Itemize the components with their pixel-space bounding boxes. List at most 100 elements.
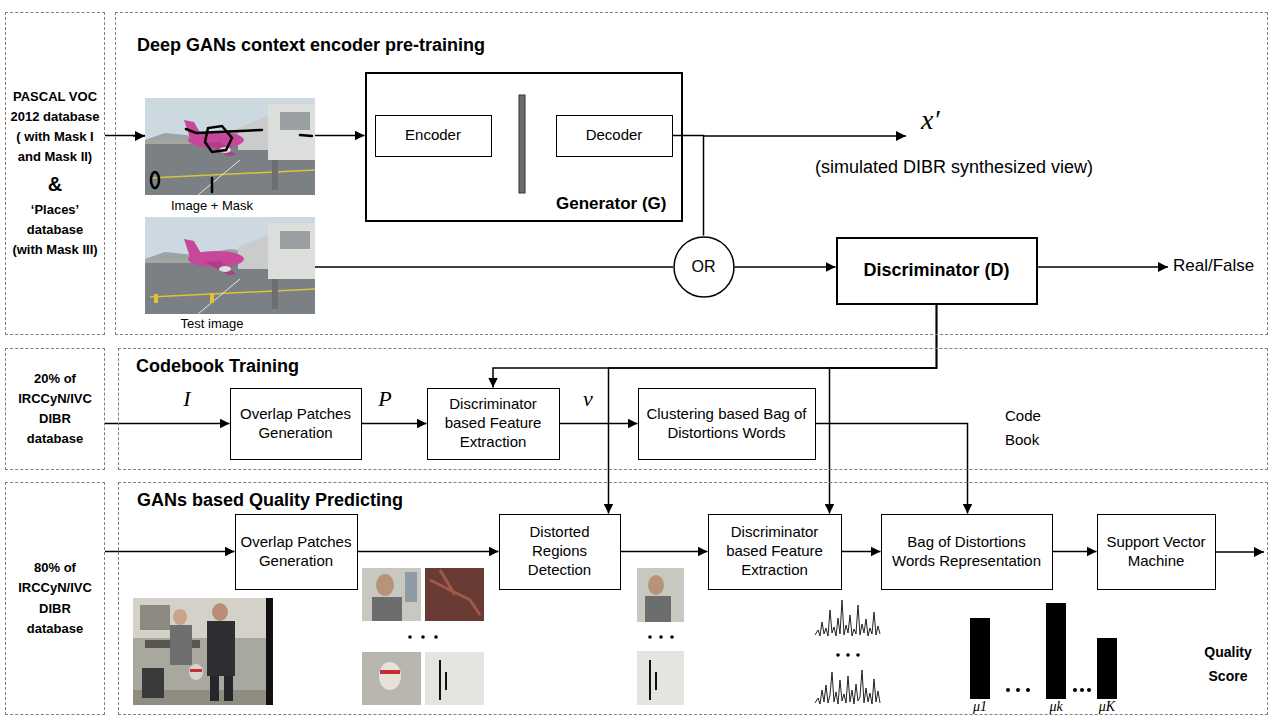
distorted-patches: [670, 635, 674, 639]
output-symbol: x′: [921, 104, 940, 136]
image-caption: Test image: [181, 316, 244, 331]
histogram-label: μ1: [973, 699, 987, 715]
box-label: Discriminator based Feature Extraction: [712, 523, 838, 579]
connector: [493, 305, 937, 388]
photo-dibr-view: [207, 621, 235, 676]
edge-symbol: P: [378, 386, 391, 412]
signal-dots: [856, 653, 860, 657]
image-patches: [440, 660, 446, 700]
photo-image-mask: [145, 98, 315, 195]
distorted-patches: [648, 575, 664, 595]
distorted-patches: [659, 635, 663, 639]
stage-title: Deep GANs context encoder pre-training: [137, 35, 485, 56]
histogram: [1006, 688, 1010, 692]
photo-image-mask: [205, 126, 232, 152]
box-label: Decoder: [586, 126, 643, 145]
connector: [105, 423, 230, 425]
stage-band: Codebook TrainingOverlap Patches Generat…: [118, 348, 1268, 470]
text-group: Distorted Regions Detection: [503, 523, 617, 579]
signal-dots: [836, 653, 860, 657]
photo-image-mask: [145, 98, 315, 195]
distorted-patches: [637, 651, 684, 705]
box-label: Overlap Patches Generation: [234, 405, 358, 443]
photo-dibr-view: [133, 598, 273, 638]
process-box: Clustering based Bag of Distortions Word…: [638, 388, 816, 460]
histogram: [1087, 688, 1091, 692]
text-group: Overlap Patches Generation: [239, 533, 354, 571]
image-patches: [425, 652, 484, 705]
process-box: Decoder: [556, 115, 673, 157]
edge-symbol: v: [583, 386, 593, 412]
flow-line: [133, 135, 145, 137]
stage-title: Codebook Training: [136, 356, 299, 377]
latent-bar: [519, 95, 525, 193]
photo-dibr-view: [266, 598, 273, 705]
discriminator-box: Discriminator (D): [836, 237, 1038, 305]
photo-dibr-view: [224, 676, 233, 701]
text-group: Clustering based Bag of Distortions Word…: [642, 405, 812, 443]
text-group: Discriminator (D): [863, 260, 1009, 281]
box-label: Overlap Patches Generation: [239, 533, 354, 571]
text-group: Encoder: [405, 126, 461, 145]
box-label: Discriminator (D): [863, 260, 1009, 281]
flow-line: [133, 136, 1264, 552]
process-box: Overlap Patches Generation: [235, 514, 358, 590]
process-box: Discriminator based Feature Extraction: [427, 388, 560, 460]
photo-dibr-view: [212, 603, 228, 621]
image-patches: [425, 568, 484, 621]
histogram: [970, 603, 1117, 699]
connector: [1053, 551, 1097, 553]
histogram-label: μk: [1049, 699, 1062, 715]
distorted-patches: [637, 568, 684, 622]
photo-image-mask: [211, 178, 214, 192]
connector: [842, 551, 881, 553]
process-box: Distorted Regions Detection: [499, 514, 621, 590]
histogram: [970, 618, 990, 699]
histogram-label: μK: [1099, 699, 1115, 715]
output-note: (simulated DIBR synthesized view): [815, 157, 1093, 178]
database-label: ‘Places’ database (with Mask III): [10, 200, 100, 260]
database-label: 80% of IRCCyN/IVC DIBR database: [10, 558, 100, 639]
text-group: Discriminator based Feature Extraction: [712, 523, 838, 579]
connector: [816, 424, 968, 514]
histogram: [1080, 688, 1084, 692]
text-group: Support Vector Machine: [1101, 533, 1212, 571]
image-patches: [434, 635, 438, 639]
image-patches: [408, 635, 412, 639]
source-database: 20% of IRCCyN/IVC DIBR database: [5, 348, 105, 470]
histogram: [1016, 688, 1020, 692]
photo-dibr-view: [190, 669, 202, 672]
feature-signals: [815, 600, 880, 704]
text-group: OR: [692, 258, 716, 276]
signal-dots: [836, 653, 840, 657]
block-title: Generator (G): [556, 194, 667, 214]
photo-image-mask: [151, 126, 312, 192]
connector: [621, 551, 708, 553]
flow-line: [315, 266, 673, 268]
edge-label: Code Book: [1005, 404, 1067, 452]
text-group: 20% of IRCCyN/IVC DIBR database: [10, 369, 100, 450]
image-patches: [362, 568, 421, 621]
histogram: [1026, 688, 1030, 692]
distorted-patches: [637, 568, 684, 705]
photo-test-image: [145, 217, 315, 314]
photo-test-image: [154, 294, 158, 303]
stage-band: Deep GANs context encoder pre-trainingGe…: [115, 12, 1268, 335]
image-patches: [405, 572, 417, 602]
stage-band: GANs based Quality PredictingOverlap Pat…: [118, 482, 1268, 715]
photo-dibr-view: [140, 605, 170, 630]
image-patches: [430, 570, 480, 615]
box-label: Encoder: [405, 126, 461, 145]
process-box: Support Vector Machine: [1097, 514, 1216, 590]
box-label: Distorted Regions Detection: [503, 523, 617, 579]
image-patches: [376, 574, 394, 596]
photo-image-mask: [151, 172, 159, 188]
signal-dots: [846, 653, 850, 657]
histogram: [1046, 603, 1066, 699]
box-label: Bag of Distortions Words Representation: [885, 533, 1049, 571]
photo-dibr-view: [173, 609, 187, 625]
text-group: PASCAL VOC 2012 database ( with Mask I a…: [10, 87, 100, 260]
process-box: Overlap Patches Generation: [230, 388, 362, 460]
generator-block: Generator (G) Encoder Decoder: [365, 72, 683, 222]
connector: [105, 551, 235, 553]
